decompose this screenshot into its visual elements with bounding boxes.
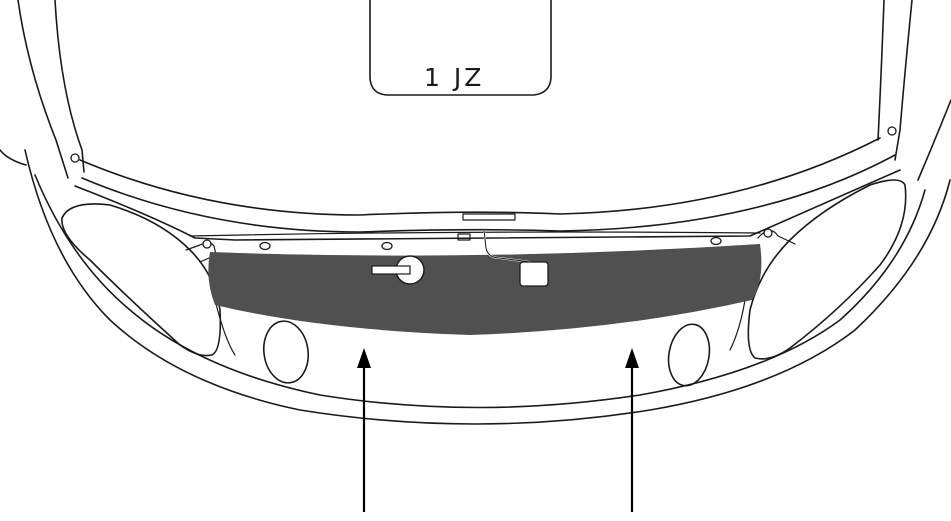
highlighted-panel: [208, 229, 762, 335]
license-plate-text: 1 JZ: [424, 63, 484, 92]
lower-openings: [262, 320, 711, 387]
small-clip: [457, 233, 471, 241]
right-upper-bolt-hole: [887, 126, 897, 136]
top-latch: [462, 213, 516, 221]
left-arrow-head: [357, 348, 371, 368]
bumper-shell: [24, 149, 951, 425]
hole-2: [381, 241, 393, 251]
right-arrow: [625, 348, 639, 512]
trunk-edge-lines: [74, 137, 901, 241]
right-mount-hole: [763, 228, 773, 238]
upper-edge-holes: [259, 213, 722, 251]
right-tail-light: [747, 179, 907, 360]
left-upper-bolt-hole: [70, 153, 80, 163]
left-arrow: [357, 348, 371, 512]
connector-box: [519, 261, 549, 287]
left-mount-hole: [202, 239, 212, 249]
left-reflector: [262, 320, 310, 384]
hole-1: [259, 241, 271, 251]
dark-panel-area: [208, 244, 762, 335]
right-reflector: [667, 323, 711, 387]
lock-rod: [371, 265, 411, 275]
right-quarter-panel: [877, 0, 951, 181]
license-plate: 1 JZ: [369, 0, 552, 96]
left-quarter-panel: [0, 0, 85, 179]
left-tail-light: [61, 203, 222, 357]
hole-3: [710, 236, 722, 246]
right-arrow-head: [625, 348, 639, 368]
